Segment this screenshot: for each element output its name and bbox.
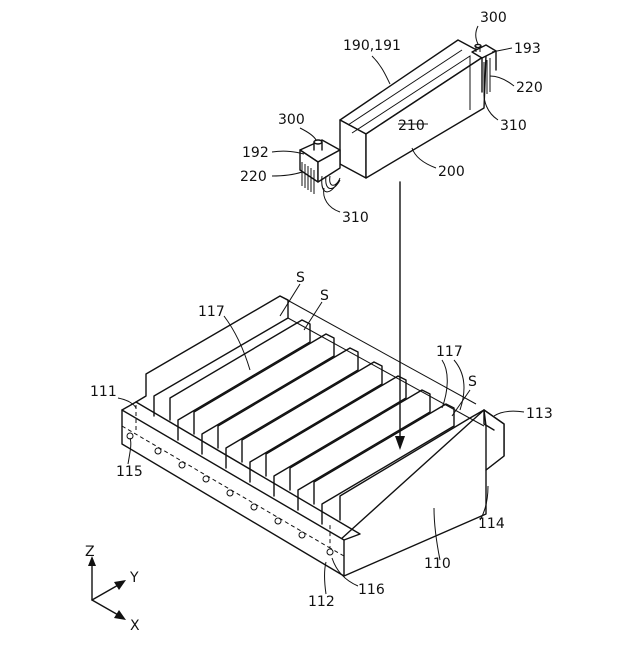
tray-110 <box>122 296 504 576</box>
label-116: 116 <box>358 582 385 598</box>
x-axis-line <box>92 600 120 616</box>
axis-label-z: Z <box>85 544 95 560</box>
partition-5 <box>242 362 382 482</box>
leader-300b <box>300 128 316 140</box>
label-220-left: 220 <box>240 169 267 185</box>
label-300-left: 300 <box>278 112 305 128</box>
leader-310a <box>484 94 498 120</box>
leader-117b-1 <box>442 360 447 408</box>
leader-S1 <box>280 284 300 316</box>
leader-220b <box>272 172 302 176</box>
axes-indicator: Z Y X <box>85 544 140 634</box>
label-190-191: 190,191 <box>343 38 401 54</box>
label-117-right: 117 <box>436 344 463 360</box>
leader-190 <box>372 56 390 84</box>
axis-label-x: X <box>130 618 140 634</box>
partition-6 <box>266 376 406 496</box>
label-300-top: 300 <box>480 10 507 26</box>
leader-200 <box>412 148 436 168</box>
leader-112 <box>325 562 327 594</box>
label-S-1: S <box>296 270 305 286</box>
y-axis-line <box>92 584 120 600</box>
label-S-2: S <box>320 288 329 304</box>
label-200: 200 <box>438 164 465 180</box>
label-310-right: 310 <box>500 118 527 134</box>
partition-2 <box>170 320 310 440</box>
leader-220a <box>490 76 514 86</box>
label-114: 114 <box>478 516 505 532</box>
label-110: 110 <box>424 556 451 572</box>
label-220-right: 220 <box>516 80 543 96</box>
tray-end-wall-113 <box>484 410 504 470</box>
leader-192 <box>272 151 304 154</box>
label-S-3: S <box>468 374 477 390</box>
post-top-300 <box>314 140 322 144</box>
label-193: 193 <box>514 41 541 57</box>
tray-rim-left <box>122 402 360 540</box>
leader-S2 <box>304 302 322 330</box>
label-113: 113 <box>526 406 553 422</box>
label-192: 192 <box>242 145 269 161</box>
insertion-arrow <box>395 182 405 450</box>
y-axis-arrowhead <box>114 580 126 590</box>
x-axis-arrowhead <box>114 610 126 620</box>
partition-4 <box>218 348 358 468</box>
tray-front-face <box>340 410 504 576</box>
label-310-left: 310 <box>342 210 369 226</box>
axis-label-y: Y <box>129 570 139 586</box>
label-210: 210 <box>398 118 425 134</box>
leader-113 <box>494 411 524 416</box>
label-112: 112 <box>308 594 335 610</box>
leader-300a <box>476 26 478 44</box>
label-115: 115 <box>116 464 143 480</box>
partition-3 <box>194 334 334 454</box>
leader-117b-2 <box>454 360 464 410</box>
leader-S3 <box>452 390 470 416</box>
component-200 <box>300 40 496 194</box>
arrow-head <box>395 436 405 450</box>
label-111: 111 <box>90 384 117 400</box>
label-117-left: 117 <box>198 304 225 320</box>
